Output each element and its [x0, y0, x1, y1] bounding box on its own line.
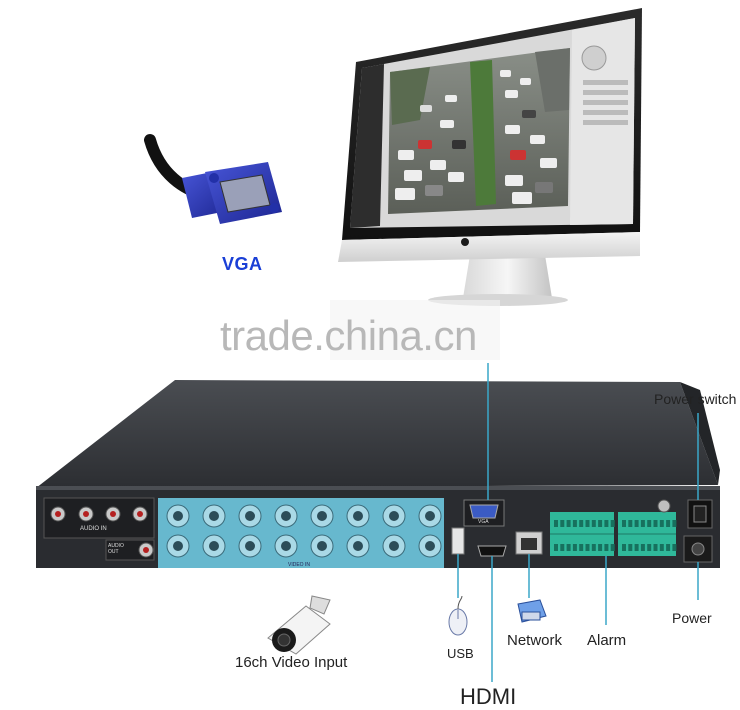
bnc-pin: [389, 511, 399, 521]
monitor-chin: [338, 232, 640, 262]
terminal-screw: [566, 544, 571, 551]
cars: [395, 70, 557, 204]
terminal-screw: [659, 544, 664, 551]
terminal-screw: [672, 520, 677, 527]
hdmi-port: [477, 545, 507, 557]
camera-icon: [267, 595, 331, 655]
terminal-screw: [585, 544, 590, 551]
terminal-screw: [610, 520, 615, 527]
video-in-label: VIDEO IN: [288, 562, 310, 568]
vga-port-label: VGA: [478, 519, 489, 525]
software-left-toolbar: [350, 64, 384, 228]
terminal-screw: [659, 520, 664, 527]
watermark-text: trade.china.cn: [220, 312, 477, 359]
terminal-screw: [666, 544, 671, 551]
terminal-screw: [604, 544, 609, 551]
terminal-screw: [554, 544, 558, 551]
bnc-pin: [245, 511, 255, 521]
vga-connector-pins: [219, 174, 271, 213]
bnc-pin: [317, 541, 327, 551]
bnc-pin: [209, 541, 219, 551]
dvr-top-surface: [36, 380, 718, 488]
terminal-screw: [610, 544, 615, 551]
network-label: Network: [507, 632, 563, 649]
bnc-pin: [173, 541, 183, 551]
bnc-pin: [425, 541, 435, 551]
bnc-pin: [353, 511, 363, 521]
usb-label: USB: [447, 646, 474, 661]
terminal-screw: [634, 544, 639, 551]
vga-cable: [144, 134, 282, 224]
terminal-screw: [566, 520, 571, 527]
vga-port: [469, 504, 499, 519]
terminal-screw: [579, 544, 584, 551]
terminal-screw: [585, 520, 590, 527]
bnc-pin: [245, 541, 255, 551]
terminal-screw: [672, 544, 677, 551]
bnc-pin: [425, 511, 435, 521]
terminal-screw: [640, 544, 645, 551]
alarm-terminal-screws: [554, 520, 677, 551]
dvr-device: [36, 380, 720, 568]
mouse-icon: [448, 595, 468, 636]
terminal-screw: [653, 520, 658, 527]
monitor-stand: [463, 255, 552, 298]
terminal-screw: [598, 520, 603, 527]
apple-logo-icon: [461, 238, 469, 246]
terminal-screw: [634, 520, 639, 527]
watermark-backdrop: [330, 300, 500, 360]
bnc-pin: [209, 511, 219, 521]
terminal-screw: [591, 544, 596, 551]
power-switch-label: Power switch: [654, 391, 737, 407]
vga-label: VGA: [222, 254, 263, 274]
terminal-screw: [579, 520, 584, 527]
terminal-screw: [622, 544, 626, 551]
terminal-screw: [560, 544, 565, 551]
terminal-screw: [640, 520, 645, 527]
terminal-screw: [591, 520, 596, 527]
bnc-pin: [281, 541, 291, 551]
terminal-screw: [560, 520, 565, 527]
terminal-screw: [572, 520, 577, 527]
terminal-screw: [598, 544, 603, 551]
terminal-screw: [554, 520, 558, 527]
alarm-label: Alarm: [587, 632, 627, 649]
audio-in-label: AUDIO IN: [80, 526, 107, 532]
callout-lines: [457, 363, 699, 682]
usb-port: [451, 527, 465, 555]
terminal-screw: [666, 520, 671, 527]
network-plug-icon: [517, 599, 547, 623]
bnc-connectors: [166, 504, 442, 558]
power-label: Power: [672, 610, 712, 626]
bnc-pin: [281, 511, 291, 521]
audio-out-label: AUDIO OUT: [108, 543, 124, 555]
terminal-screw: [647, 520, 652, 527]
terminal-screw: [628, 520, 633, 527]
hdmi-label: HDMI: [460, 684, 517, 709]
ptz-control-icon: [581, 45, 607, 71]
monitor: [338, 8, 642, 306]
terminal-screw: [653, 544, 658, 551]
audio-jacks: [50, 506, 148, 522]
median-strip: [470, 60, 496, 206]
bnc-pin: [353, 541, 363, 551]
terminal-screw: [628, 544, 633, 551]
terminal-screw: [572, 544, 577, 551]
terminal-screw: [622, 520, 626, 527]
terminal-screw: [604, 520, 609, 527]
video-input-label: 16ch Video Input: [235, 654, 348, 671]
bnc-pin: [173, 511, 183, 521]
terminal-screw: [647, 544, 652, 551]
bnc-pin: [389, 541, 399, 551]
bnc-pin: [317, 511, 327, 521]
